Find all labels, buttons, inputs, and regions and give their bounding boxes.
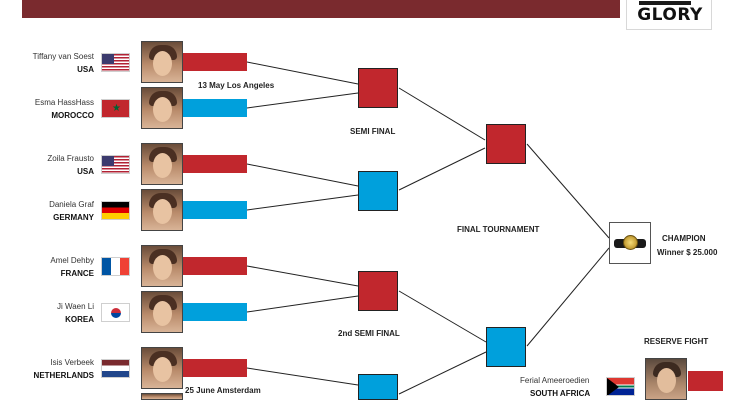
fighter-photo <box>141 87 183 129</box>
fighter-name: Amel Dehby <box>50 256 94 265</box>
fighter-photo <box>141 347 183 389</box>
final-slot <box>486 124 526 164</box>
fighter-photo <box>141 189 183 231</box>
flag-netherlands-icon <box>101 359 130 378</box>
fighter-name: Tiffany van Soest <box>32 52 94 61</box>
fighter-photo <box>141 393 183 400</box>
fighter-name: Zoila Frausto <box>47 154 94 163</box>
flag-germany-icon <box>101 201 130 220</box>
semi-final-slot <box>358 171 398 211</box>
blue-corner-bar <box>183 303 247 321</box>
fighter-country: GERMANY <box>53 213 94 222</box>
belt-plate <box>623 235 638 250</box>
event-label: 25 June Amsterdam <box>185 386 261 395</box>
fighter-name: Esma HassHass <box>34 98 94 107</box>
reserve-fighter-name: Ferial Ameeroedien <box>520 376 590 385</box>
fighter-photo <box>141 245 183 287</box>
fighter-name: Ji Waen Li <box>56 302 94 311</box>
red-corner-bar <box>183 359 247 377</box>
fighter-photo <box>141 41 183 83</box>
glory-logo: GLORY <box>626 0 712 30</box>
flag-france-icon <box>101 257 130 276</box>
flag-korea-icon <box>101 303 130 322</box>
blue-corner-bar <box>183 201 247 219</box>
flag-usa-icon <box>101 155 130 174</box>
flag-usa-icon <box>101 53 130 72</box>
reserve-fighter-country: SOUTH AFRICA <box>530 389 591 398</box>
logo-mark <box>639 1 691 5</box>
header-bar <box>22 0 620 18</box>
flag-morocco-icon: ★ <box>101 99 130 118</box>
red-corner-bar <box>183 155 247 173</box>
fighter-photo <box>141 291 183 333</box>
fighter-country: MOROCCO <box>51 111 94 120</box>
semi-final-slot <box>358 68 398 108</box>
fighter-country: FRANCE <box>60 269 94 278</box>
round-label: 2nd SEMI FINAL <box>338 329 400 338</box>
blue-corner-bar <box>183 99 247 117</box>
semi-final-slot <box>358 374 398 400</box>
red-corner-bar <box>183 53 247 71</box>
fighter-country: NETHERLANDS <box>33 371 94 380</box>
fighter-name: Isis Verbeek <box>50 358 94 367</box>
fighter-country: USA <box>77 167 94 176</box>
fighter-country: KOREA <box>65 315 94 324</box>
logo-text: GLORY <box>637 5 703 25</box>
champion-prize: Winner $ 25.000 <box>657 248 718 257</box>
event-label: 13 May Los Angeles <box>198 81 275 90</box>
reserve-title: RESERVE FIGHT <box>644 337 709 346</box>
red-corner-bar <box>183 257 247 275</box>
final-slot <box>486 327 526 367</box>
champion-slot <box>609 222 651 264</box>
round-label: FINAL TOURNAMENT <box>457 225 540 234</box>
semi-final-slot <box>358 271 398 311</box>
fighter-photo <box>141 143 183 185</box>
champion-title: CHAMPION <box>662 234 706 243</box>
flag-south-africa-icon <box>606 377 635 396</box>
fighter-country: USA <box>77 65 94 74</box>
reserve-fighter-photo <box>645 358 687 400</box>
fighter-name: Daniela Graf <box>49 200 94 209</box>
red-corner-bar <box>688 371 723 391</box>
round-label: SEMI FINAL <box>350 127 396 136</box>
